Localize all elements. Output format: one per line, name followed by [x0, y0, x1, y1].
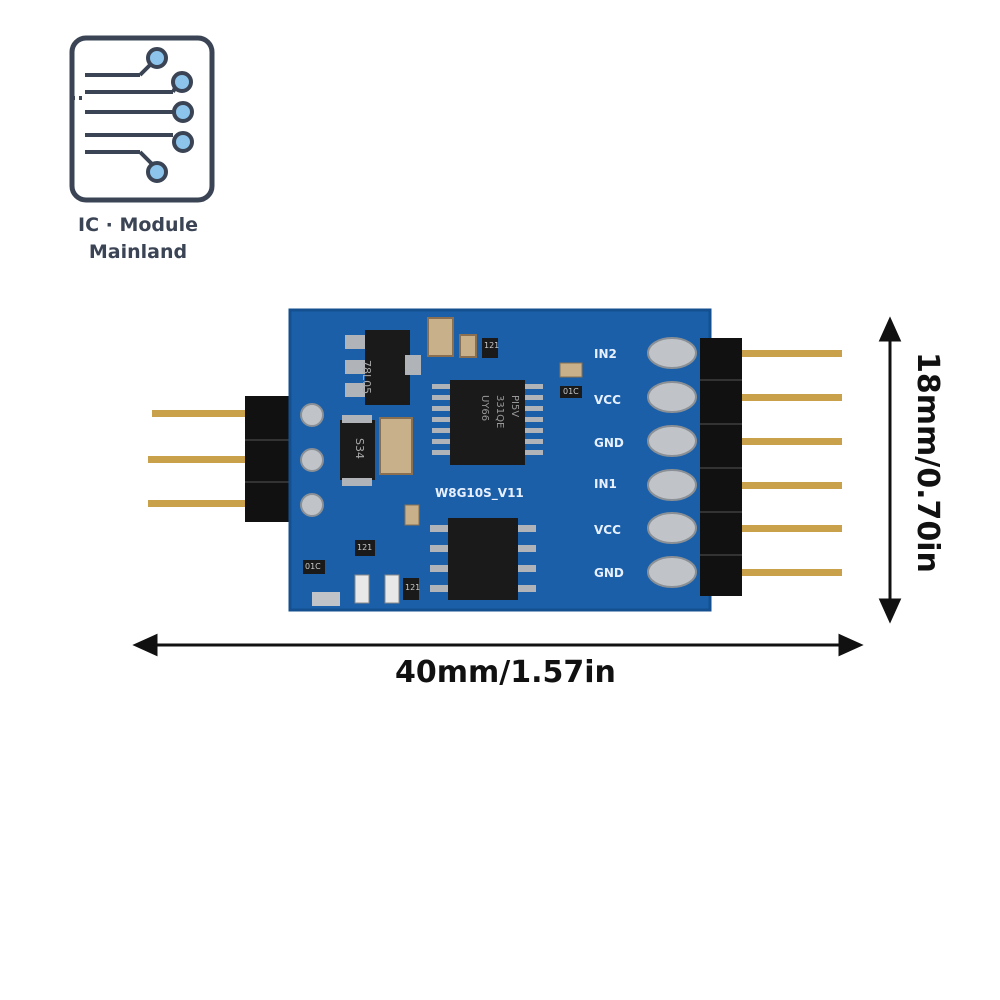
- height-dimension-label: 18mm/0.70in: [910, 352, 945, 573]
- pin-label-1: IN2: [594, 347, 617, 361]
- regulator-marking: 78L05: [360, 360, 373, 395]
- pin-label-6: GND: [594, 566, 624, 580]
- width-dimension-label: 40mm/1.57in: [395, 655, 616, 690]
- diode-marking: S34: [353, 438, 366, 459]
- height-dimension-arrow: [878, 316, 902, 624]
- resistor-marking-4: 121: [484, 341, 500, 350]
- pin-label-4: IN1: [594, 477, 617, 491]
- logo-line-1: IC · Module: [78, 214, 198, 236]
- circuit-board-icon: [69, 35, 215, 203]
- chip-marking-1: PI5V: [509, 395, 520, 418]
- pin-label-5: VCC: [594, 523, 621, 537]
- pin-label-3: GND: [594, 436, 624, 450]
- right-pin-header: [700, 338, 842, 596]
- chip-marking-3: UY66: [479, 395, 490, 422]
- brand-logo: IC · Module Mainland: [55, 30, 230, 270]
- resistor-marking-2: 01C: [305, 562, 321, 571]
- pin-label-2: VCC: [594, 393, 621, 407]
- left-pin-header: [148, 396, 290, 522]
- width-dimension-arrow: [132, 633, 864, 657]
- logo-line-2: Mainland: [88, 241, 188, 263]
- chip-marking-2: 331QE: [494, 395, 505, 429]
- resistor-marking-3: 121: [357, 543, 373, 552]
- board-model-label: W8G10S_V11: [435, 486, 524, 500]
- resistor-marking-5: 121: [405, 583, 421, 592]
- resistor-marking-1: 01C: [563, 387, 579, 396]
